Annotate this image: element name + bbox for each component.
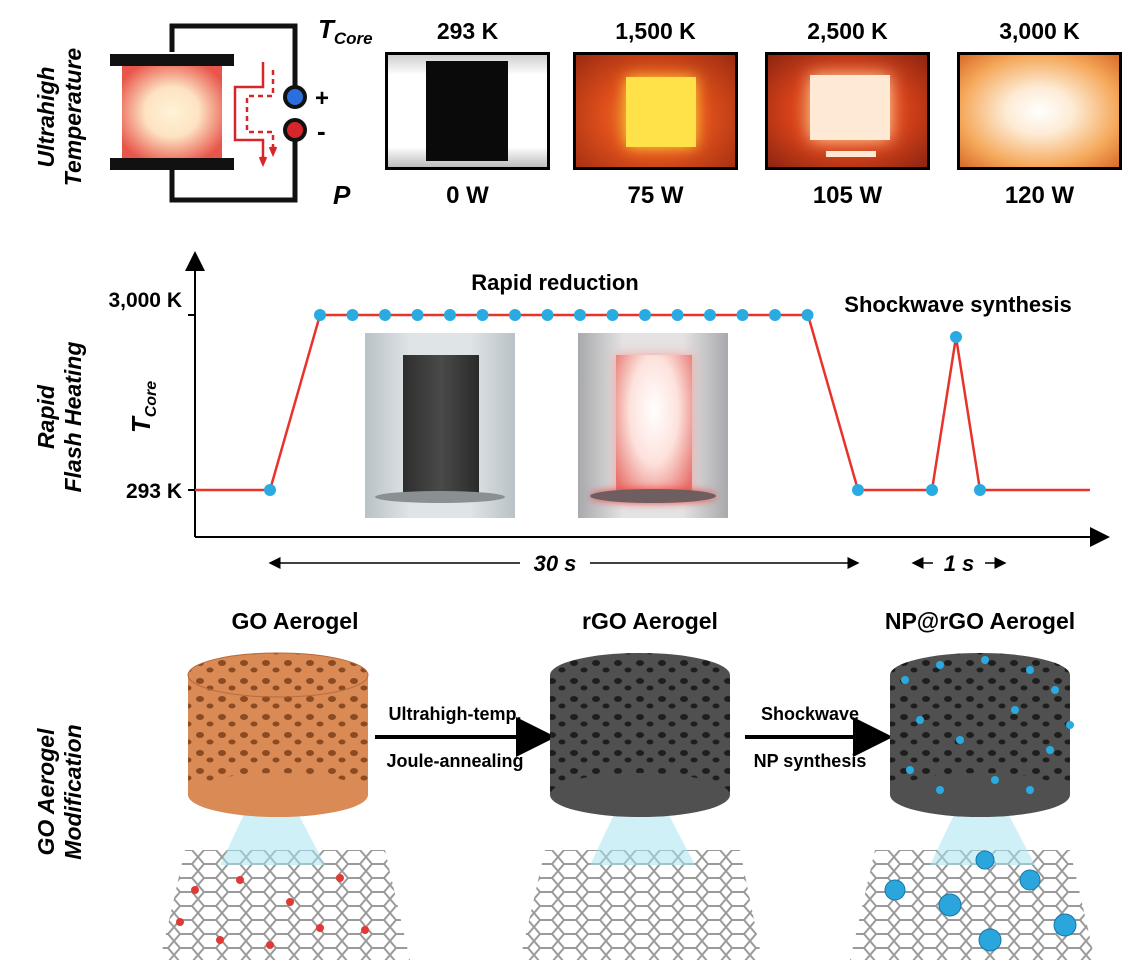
power-105w: 105 W	[812, 182, 883, 209]
step2-line1: Shockwave	[761, 704, 859, 724]
profile-marker	[509, 309, 521, 321]
power-120w: 120 W	[1004, 182, 1075, 209]
profile-marker	[671, 309, 684, 321]
top-electrode	[110, 54, 234, 66]
np-rgo-surface-nanoparticles	[901, 656, 1074, 794]
np-rgo-aerogel-stage	[850, 653, 1095, 960]
title-shockwave-synthesis: Shockwave synthesis	[844, 292, 1071, 317]
minus-sign: -	[317, 116, 326, 146]
temp-2500: 2,500 K	[807, 18, 888, 44]
stage-label-go: GO Aerogel	[231, 608, 359, 634]
step2-line2: NP synthesis	[754, 751, 867, 771]
rgo-cylinder-bottom	[550, 773, 730, 817]
profile-marker	[541, 309, 554, 321]
np-rgo-sheet-nanoparticles	[884, 850, 1077, 952]
row-label-temperature: Ultrahigh Temperature	[33, 47, 86, 187]
inset-photo-cold	[365, 333, 515, 518]
stage-label-rgo: rGO Aerogel	[582, 608, 718, 634]
span-1s-label: 1 s	[944, 551, 975, 576]
y-tick-label-low: 293 K	[126, 480, 182, 503]
profile-marker	[926, 484, 938, 496]
negative-terminal	[283, 118, 307, 142]
np-rgo-cylinder-bottom	[890, 773, 1070, 817]
np-rgo-graphene-sheet	[850, 850, 1095, 960]
step1-line2: Joule-annealing	[386, 751, 523, 771]
profile-marker	[264, 484, 276, 496]
wire-bottom	[169, 130, 298, 203]
go-cylinder-bottom	[188, 773, 368, 817]
go-oxygen-groups	[176, 874, 369, 949]
np-rgo-cylinder-top	[890, 653, 1070, 697]
profile-marker	[736, 309, 749, 321]
profile-marker	[314, 309, 326, 321]
sample-photo-2500k	[765, 52, 930, 170]
profile-marker	[852, 484, 864, 496]
aerogel-modification-diagram: Ultrahigh-temp. Joule-annealing Shockwav…	[160, 652, 1095, 960]
go-cylinder-top	[187, 652, 369, 698]
current-flow-arrows	[233, 62, 278, 168]
glowing-sample	[122, 66, 222, 158]
inset-photo-hot	[578, 333, 728, 518]
rgo-aerogel-stage	[520, 653, 762, 960]
y-tick-label-high: 3,000 K	[108, 289, 182, 312]
sample-photo-293k	[385, 52, 550, 170]
rgo-cylinder-top	[550, 653, 730, 697]
power-0w: 0 W	[446, 182, 489, 209]
heating-profile-chart: 3,000 K 293 K TCore Rapid reduction Shoc…	[108, 251, 1110, 576]
profile-marker	[704, 309, 716, 321]
power-label: P	[333, 180, 351, 210]
profile-marker	[411, 309, 424, 321]
temperature-profile	[195, 309, 1090, 496]
profile-marker	[769, 309, 781, 321]
row-label-heating: Rapid Flash Heating	[33, 341, 86, 493]
positive-terminal	[283, 85, 307, 109]
temp-1500: 1,500 K	[615, 18, 696, 44]
joule-circuit-diagram: + -	[110, 23, 329, 203]
sample-photo-3000k	[957, 52, 1122, 170]
title-rapid-reduction: Rapid reduction	[471, 270, 638, 295]
bottom-electrode	[110, 158, 234, 170]
profile-marker	[574, 309, 586, 321]
sample-photo-1500k	[573, 52, 738, 170]
power-75w: 75 W	[627, 182, 684, 209]
profile-marker	[606, 309, 619, 321]
profile-marker	[639, 309, 651, 321]
step1-line1: Ultrahigh-temp.	[389, 704, 522, 724]
plus-sign: +	[315, 85, 329, 112]
span-30s-label: 30 s	[534, 551, 577, 576]
y-axis-label: TCore	[126, 381, 160, 433]
profile-marker	[801, 309, 814, 321]
row-label-modification: GO Aerogel Modification	[33, 724, 86, 860]
profile-marker	[950, 331, 962, 343]
temp-3000: 3,000 K	[999, 18, 1080, 44]
profile-marker	[444, 309, 456, 321]
go-graphene-sheet	[160, 850, 410, 960]
tcore-label: TCore	[318, 14, 373, 49]
wire-top	[169, 23, 298, 97]
profile-marker	[476, 309, 489, 321]
rgo-graphene-sheet	[520, 850, 762, 960]
temp-293: 293 K	[436, 18, 499, 44]
profile-marker	[379, 309, 391, 321]
go-aerogel-stage	[160, 652, 410, 960]
profile-marker	[974, 484, 986, 496]
stage-label-np-rgo: NP@rGO Aerogel	[884, 608, 1076, 634]
profile-marker	[346, 309, 359, 321]
